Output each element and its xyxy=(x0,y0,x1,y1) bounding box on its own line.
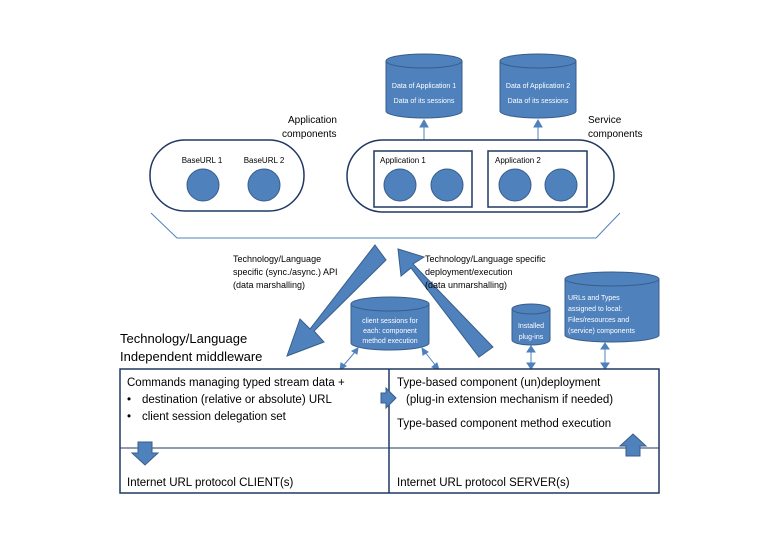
urls-link-arrow xyxy=(600,342,610,370)
deployment-label-2: deployment/execution xyxy=(425,267,513,277)
db-urls-line2: assigned to local: xyxy=(568,306,622,313)
db-app1-line2: Data of its sessions xyxy=(394,98,455,105)
client-commands-title: Commands managing typed stream data + xyxy=(127,377,345,389)
baseurl2-component xyxy=(247,168,281,202)
db-urls-line3: Files/resources and xyxy=(568,317,629,324)
baseurl1-component xyxy=(186,168,220,202)
service-components-label-2: components xyxy=(588,129,642,140)
service-components-label-1: Service xyxy=(588,115,622,126)
server-up-arrow xyxy=(618,433,648,457)
db-app1-line1: Data of Application 1 xyxy=(392,83,456,90)
db-app2-line2: Data of its sessions xyxy=(508,98,569,105)
plugins-link-arrow xyxy=(526,345,536,370)
application-components-label-2: components xyxy=(282,129,336,140)
client-session-delegation-item: client session delegation set xyxy=(142,411,287,423)
client-destination-url-item: destination (relative or absolute) URL xyxy=(142,394,332,406)
application-1-component-a xyxy=(383,168,417,202)
application-1-label: Application 1 xyxy=(380,156,426,165)
db-client-sessions-line1: client sessions for xyxy=(362,318,418,325)
server-protocol-label: Internet URL protocol SERVER(s) xyxy=(397,477,570,489)
client-bullet-1: • xyxy=(127,394,131,406)
db-plugins-line2: plug-ins xyxy=(519,334,544,341)
client-sessions-link-arrows xyxy=(339,346,440,372)
application-2-component-b xyxy=(544,168,578,202)
application-2-component-a xyxy=(498,168,532,202)
client-commands-panel: Commands managing typed stream data + • … xyxy=(127,377,345,489)
service-components-container: Application 1 Application 2 xyxy=(346,139,615,213)
database-application-2: Data of Application 2 Data of its sessio… xyxy=(499,53,577,119)
client-to-server-arrow xyxy=(380,386,397,410)
api-arrow xyxy=(286,244,387,357)
client-down-arrow xyxy=(130,441,160,466)
api-label-3: (data marshalling) xyxy=(233,280,305,290)
client-protocol-label: Internet URL protocol CLIENT(s) xyxy=(127,477,294,489)
application-components-container: BaseURL 1 BaseURL 2 xyxy=(149,139,305,212)
api-label-1: Technology/Language xyxy=(233,254,321,264)
middleware-label-1: Technology/Language xyxy=(120,331,247,346)
database-client-sessions: client sessions for each: component meth… xyxy=(350,296,430,351)
db-app2-line1: Data of Application 2 xyxy=(506,83,570,90)
application-2-label: Application 2 xyxy=(495,156,541,165)
database-application-1: Data of Application 1 Data of its sessio… xyxy=(385,53,463,119)
db-client-sessions-line3: method execution xyxy=(362,338,417,345)
components-bracket xyxy=(150,212,621,239)
application-1-component-b xyxy=(430,168,464,202)
db-plugins-line1: Installed xyxy=(518,323,544,330)
baseurl1-label: BaseURL 1 xyxy=(182,156,223,165)
deployment-label-1: Technology/Language specific xyxy=(425,254,546,264)
db-urls-line1: URLs and Types xyxy=(568,295,620,302)
baseurl2-label: BaseURL 2 xyxy=(244,156,285,165)
server-deployment-line: Type-based component (un)deployment xyxy=(397,377,601,389)
application-components-label-1: Application xyxy=(288,115,337,126)
server-method-execution-line: Type-based component method execution xyxy=(397,418,611,430)
db-client-sessions-line2: each: component xyxy=(363,328,417,335)
database-installed-plugins: Installed plug-ins xyxy=(511,303,551,346)
client-bullet-2: • xyxy=(127,411,131,423)
server-plugin-line: (plug-in extension mechanism if needed) xyxy=(406,394,613,406)
deployment-label-3: (data unmarshalling) xyxy=(425,280,507,290)
db-urls-line4: (service) components xyxy=(568,328,635,335)
database-urls-and-types: URLs and Types assigned to local: Files/… xyxy=(564,271,660,343)
deployment-arrow xyxy=(397,248,494,358)
middleware-label-2: Independent middleware xyxy=(120,349,262,364)
server-panel: Type-based component (un)deployment (plu… xyxy=(397,377,613,489)
api-label-2: specific (sync./async.) API xyxy=(233,267,338,277)
